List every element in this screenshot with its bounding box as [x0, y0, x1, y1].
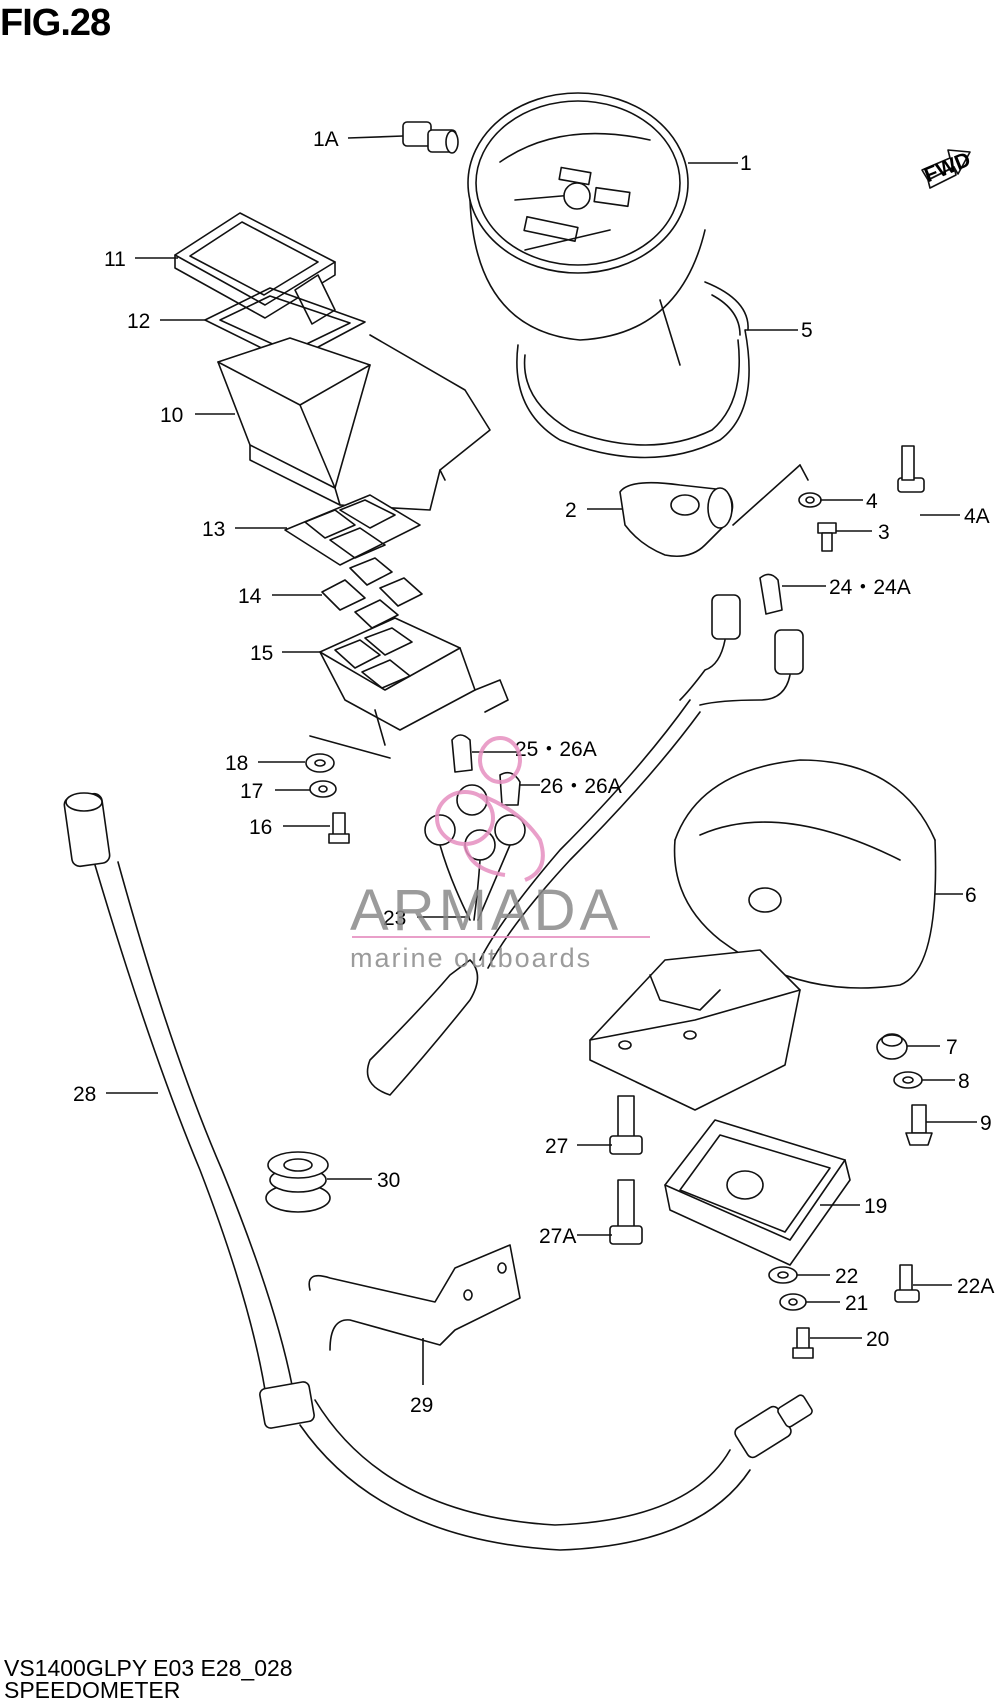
washer-18: [305, 753, 335, 773]
callout-24-24a: 24・24A: [829, 576, 911, 599]
indicator-lamps-14: [321, 557, 423, 629]
forward-arrow-icon: FWD: [921, 148, 974, 189]
rubber-mount-19: [664, 1119, 851, 1266]
callout-22: 22: [835, 1265, 858, 1288]
cable-bracket-29: [308, 1244, 521, 1351]
armada-watermark: ARMADA marine outboards: [350, 736, 650, 973]
callout-23: 23: [383, 907, 406, 930]
callout-2: 2: [565, 499, 577, 522]
bolt-4a: [897, 445, 925, 493]
meter-case-6: [589, 759, 937, 1111]
bulb-24: [759, 573, 783, 615]
leader-lines: [106, 135, 977, 1385]
callout-8: 8: [958, 1070, 970, 1093]
callout-14: 14: [238, 585, 262, 608]
callout-27a: 27A: [539, 1225, 576, 1248]
grommet-30: [265, 1151, 331, 1213]
watermark-tagline: marine outboards: [350, 943, 592, 973]
washer-8: [893, 1071, 923, 1089]
callout-30: 30: [377, 1169, 400, 1192]
washer-22: [768, 1266, 798, 1284]
callout-29: 29: [410, 1394, 433, 1417]
callout-22a: 22A: [957, 1275, 994, 1298]
bolt-22a: [894, 1264, 920, 1303]
wiring-harness-23: [366, 594, 804, 1096]
gauge-ring: [516, 281, 750, 459]
watermark-logo-icon: [435, 736, 545, 882]
speed-sensor-1a: [402, 121, 459, 154]
callout-5: 5: [801, 319, 813, 342]
callout-27: 27: [545, 1135, 568, 1158]
callout-1a: 1A: [313, 128, 339, 151]
callout-15: 15: [250, 642, 273, 665]
callout-labels: 1 1A 2 3 4 4A 5 6 7 8 9 10 11 12 13 14 1…: [73, 128, 994, 1417]
callout-3: 3: [878, 521, 890, 544]
light-socket-2: [619, 464, 809, 558]
callout-11: 11: [104, 248, 126, 271]
callout-12: 12: [127, 310, 150, 333]
bolt-27a: [609, 1179, 643, 1245]
speedometer-gauge: [467, 92, 706, 366]
callout-6: 6: [965, 884, 977, 907]
callout-13: 13: [202, 518, 225, 541]
screw-3: [817, 522, 837, 552]
washer-21: [779, 1293, 807, 1311]
bolt-27: [609, 1095, 643, 1155]
callout-4a: 4A: [964, 505, 990, 528]
speedometer-cable-28: [63, 792, 813, 1551]
fwd-label: FWD: [921, 148, 974, 187]
watermark-brand: ARMADA: [350, 878, 622, 943]
callout-18: 18: [225, 752, 248, 775]
screw-9: [905, 1104, 933, 1146]
callout-20: 20: [866, 1328, 889, 1351]
washer-4: [798, 492, 822, 508]
callout-17: 17: [240, 780, 263, 803]
figure-title: FIG.28: [0, 2, 111, 44]
callout-25-26a: 25・26A: [515, 738, 597, 761]
screw-20: [792, 1327, 814, 1359]
callout-28: 28: [73, 1083, 96, 1106]
indicator-case-15: [309, 617, 509, 759]
indicator-housing-10: [217, 334, 491, 511]
callout-19: 19: [864, 1195, 887, 1218]
figure-name: SPEEDOMETER: [4, 1677, 181, 1703]
indicator-lens-13: [284, 494, 421, 566]
indicator-cover-11: [174, 212, 336, 325]
callout-10: 10: [160, 404, 183, 427]
callout-16: 16: [249, 816, 272, 839]
callout-4: 4: [866, 490, 878, 513]
callout-21: 21: [845, 1292, 868, 1315]
grommet-7: [876, 1033, 908, 1060]
model-code: VS1400GLPY E03 E28_028: [4, 1655, 293, 1681]
callout-1: 1: [740, 152, 752, 175]
callout-26-26a: 26・26A: [540, 775, 622, 798]
bulb-25: [451, 734, 473, 773]
washer-17: [309, 780, 337, 798]
callout-7: 7: [946, 1036, 958, 1059]
callout-9: 9: [980, 1112, 992, 1135]
screw-16: [328, 812, 350, 844]
